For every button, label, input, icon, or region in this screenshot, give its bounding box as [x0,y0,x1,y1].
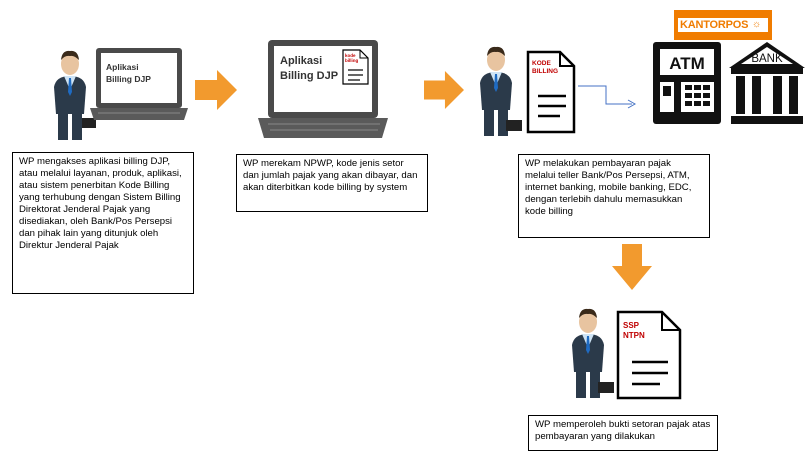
step2-doc-line2: billing [345,58,358,63]
step1-illustration: Aplikasi Billing DJP [54,48,188,140]
step2-screen-line2: Billing DJP [280,70,338,82]
step2-illustration: Aplikasi Billing DJP kode billing [258,40,388,138]
step3-person-doc: KODE BILLING [480,46,576,136]
step4-doc-line1: SSP [623,321,640,330]
step3-description: WP melakukan pembayaran pajak melalui te… [518,154,710,238]
kantorpos-logo: KANTORPOS ☼ [674,10,772,40]
document-icon: SSP NTPN [616,310,682,400]
atm-label: ATM [669,54,705,73]
step4-doc-line2: NTPN [623,331,645,340]
bank-label: BANK [751,53,783,65]
step1-screen-line1: Aplikasi [106,62,139,72]
businessman-icon [572,308,614,398]
atm-icon: ATM [653,42,721,124]
businessman-icon [54,50,96,140]
step1-description: WP mengakses aplikasi billing DJP, atau … [12,152,194,294]
laptop-icon: Aplikasi Billing DJP [90,48,188,120]
step2-doc-line1: kode [345,53,356,58]
businessman-icon [480,46,522,136]
step3-doc-line1: KODE [532,60,551,67]
orange-arrow-icon [612,244,652,290]
bank-building-icon: BANK [729,42,805,124]
orange-arrow-icon [424,70,464,110]
document-icon: KODE BILLING [526,50,576,134]
document-icon: kode billing [342,49,369,85]
step4-description: WP memperoleh bukti setoran pajak atas p… [528,415,718,451]
connector-arrow [578,85,637,109]
kantorpos-label: KANTORPOS [680,19,749,31]
laptop-icon: Aplikasi Billing DJP [258,40,388,138]
step3-doc-line2: BILLING [532,68,558,75]
step2-screen-line1: Aplikasi [280,55,322,67]
kantorpos-mark-icon: ☼ [752,19,762,30]
orange-arrow-icon [195,70,237,110]
step1-screen-line2: Billing DJP [106,74,151,84]
step4-illustration: SSP NTPN [572,308,682,400]
step2-description: WP merekam NPWP, kode jenis setor dan ju… [236,154,428,212]
